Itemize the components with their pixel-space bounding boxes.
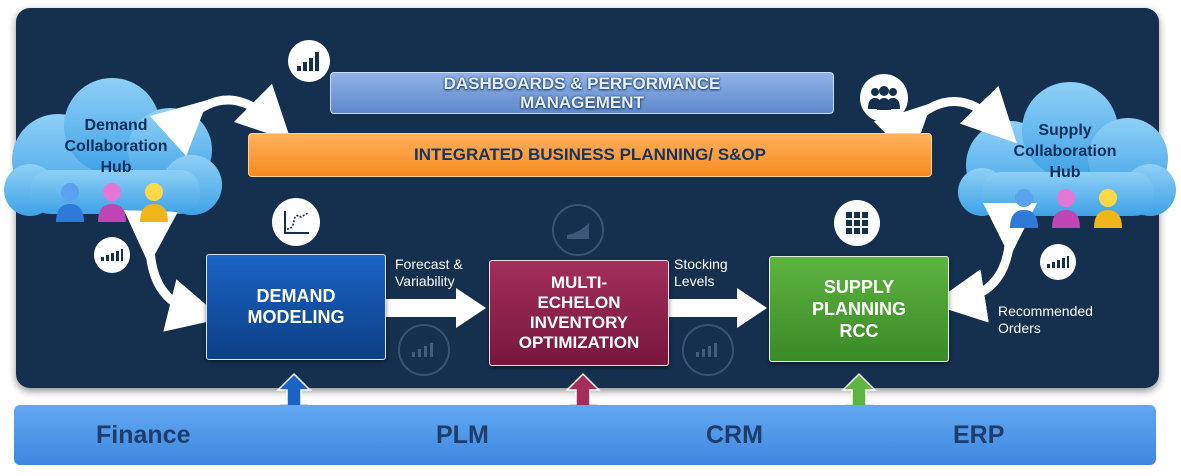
demand-users	[56, 183, 168, 222]
signal-bars-icon	[398, 324, 450, 376]
dashboards-bar[interactable]: DASHBOARDS & PERFORMANCE MANAGEMENT	[330, 72, 834, 114]
user-icon	[98, 183, 126, 222]
line-chart-icon	[272, 198, 320, 246]
user-icon	[56, 183, 84, 222]
signal-bars-icon	[94, 237, 130, 273]
bar-chart-icon	[288, 40, 330, 82]
supply-users	[1010, 189, 1122, 228]
arrow-meio-to-supply	[669, 288, 767, 328]
user-icon	[1094, 189, 1122, 228]
forecast-label: Forecast & Variability	[395, 256, 463, 289]
demand-cloud	[4, 78, 222, 216]
recommended-label: Recommended Orders	[998, 303, 1093, 336]
ibp-label: INTEGRATED BUSINESS PLANNING/ S&OP	[414, 145, 766, 164]
team-icon	[860, 74, 908, 122]
grid-icon	[834, 200, 880, 246]
meio-box[interactable]: MULTI- ECHELON INVENTORY OPTIMIZATION	[489, 260, 669, 366]
system-erp[interactable]: ERP	[953, 421, 1005, 449]
signal-bars-icon	[682, 324, 734, 376]
curved-arrow-supply-top	[873, 85, 1017, 161]
user-icon	[1052, 189, 1080, 228]
growth-chart-icon	[552, 204, 604, 256]
system-plm[interactable]: PLM	[436, 421, 489, 449]
supply-planning-box[interactable]: SUPPLY PLANNING RCC	[769, 256, 949, 362]
demand-modeling-box[interactable]: DEMAND MODELING	[206, 254, 386, 360]
supply-hub-label: Supply Collaboration Hub	[1013, 122, 1117, 181]
stocking-label: Stocking Levels	[674, 256, 728, 289]
curved-arrow-demand-top	[149, 83, 292, 157]
user-icon	[140, 183, 168, 222]
curved-arrow-demand-bottom	[123, 210, 223, 332]
system-crm[interactable]: CRM	[706, 421, 763, 449]
systems-bar	[14, 405, 1156, 465]
curved-arrow-supply-bottom	[931, 202, 1038, 323]
dashboards-label: DASHBOARDS & PERFORMANCE MANAGEMENT	[443, 74, 721, 112]
user-icon	[1010, 189, 1038, 228]
arrow-demand-to-meio	[386, 288, 486, 328]
system-finance[interactable]: Finance	[96, 421, 191, 449]
signal-bars-icon	[1040, 244, 1076, 280]
demand-hub-label: Demand Collaboration Hub	[64, 117, 168, 176]
ibp-bar[interactable]: INTEGRATED BUSINESS PLANNING/ S&OP	[248, 133, 932, 177]
